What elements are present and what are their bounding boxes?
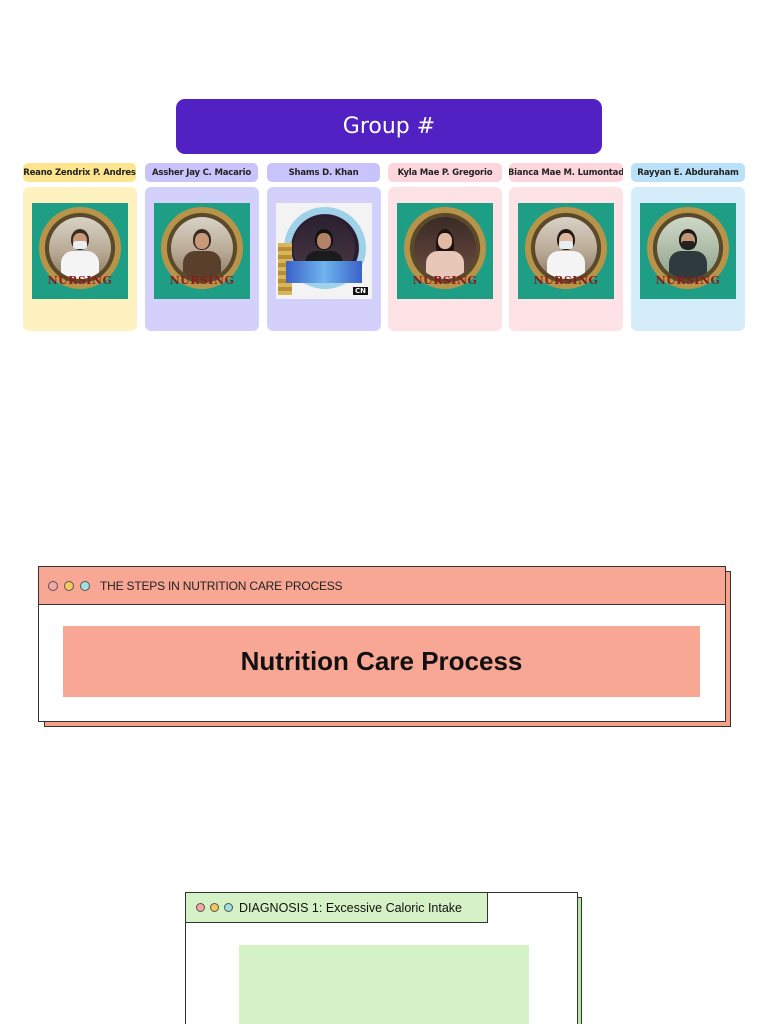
member-photo: NURSING [154, 203, 250, 299]
window-dot-icon [48, 580, 58, 591]
process-window-titlebar: THE STEPS IN NUTRITION CARE PROCESS [39, 567, 725, 605]
member-photo: NURSING [397, 203, 493, 299]
process-window-title: THE STEPS IN NUTRITION CARE PROCESS [100, 578, 343, 593]
photo-banner-graphic [286, 261, 362, 283]
member-photo: NURSING [640, 203, 736, 299]
member-photo: NURSING [518, 203, 614, 299]
diagnosis-window-titlebar: DIAGNOSIS 1: Excessive Caloric Intake [185, 892, 488, 923]
window-dot-icon [196, 903, 205, 912]
window-dot-icon [80, 580, 90, 591]
frame-label: NURSING [533, 274, 599, 287]
frame-label: NURSING [169, 274, 235, 287]
logo-mark: CN [353, 287, 368, 295]
member-name-tag: Shams D. Khan [267, 163, 380, 182]
member-name-tag: Assher Jay C. Macario [145, 163, 258, 182]
process-window: THE STEPS IN NUTRITION CARE PROCESS Nutr… [38, 566, 726, 722]
member-name-tag: Kyla Mae P. Gregorio [388, 163, 502, 182]
frame-label: NURSING [47, 274, 113, 287]
window-dot-icon [224, 903, 233, 912]
member-name-tag: Reano Zendrix P. Andres [23, 163, 136, 182]
window-dot-icon [210, 903, 219, 912]
diagnosis-window: DIAGNOSIS 1: Excessive Caloric Intake [185, 892, 578, 1024]
member-photo-card: NURSING [509, 187, 623, 331]
window-dot-icon [64, 580, 74, 591]
member-photo-card: NURSING [388, 187, 502, 331]
member-photo-card: NURSING [145, 187, 259, 331]
group-title: Group # [176, 99, 602, 154]
member-photo-card: CN [267, 187, 381, 331]
process-heading: Nutrition Care Process [63, 626, 700, 697]
diagnosis-content-panel [239, 945, 529, 1024]
frame-label: NURSING [412, 274, 478, 287]
member-photo-card: NURSING [23, 187, 137, 331]
member-name-tag: Bianca Mae M. Lumontad [509, 163, 623, 182]
member-name-tag: Rayyan E. Abduraham [631, 163, 745, 182]
member-photo: CN [276, 203, 372, 299]
diagnosis-window-title: DIAGNOSIS 1: Excessive Caloric Intake [239, 900, 462, 915]
frame-label: NURSING [655, 274, 721, 287]
member-photo: NURSING [32, 203, 128, 299]
member-photo-card: NURSING [631, 187, 745, 331]
